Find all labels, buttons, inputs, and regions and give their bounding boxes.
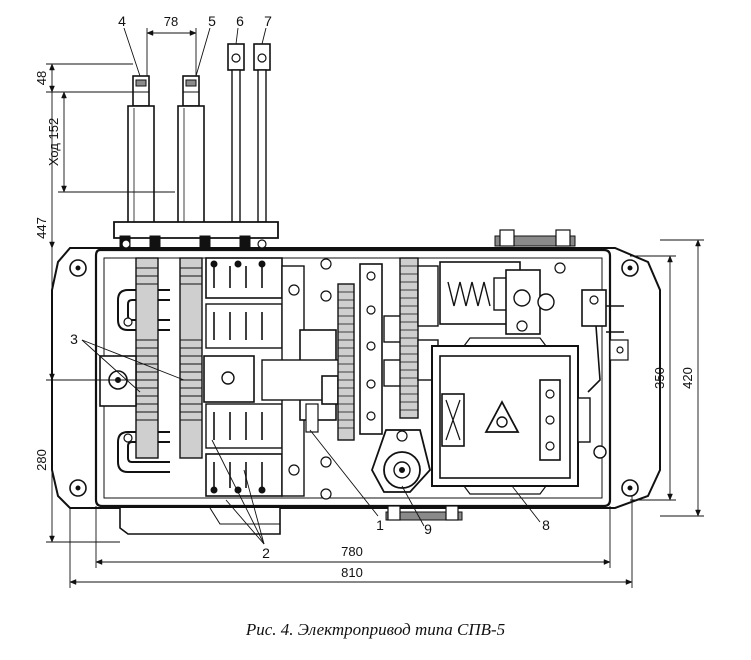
dim-280: 280 bbox=[34, 449, 49, 471]
callout-2: 2 bbox=[262, 545, 270, 561]
callout-9: 9 bbox=[424, 521, 432, 537]
bottom-foot bbox=[119, 508, 281, 535]
control-links bbox=[227, 43, 271, 223]
technical-drawing: 78 48 Ход 152 447 280 780 810 350 420 1 … bbox=[34, 13, 704, 588]
dim-78: 78 bbox=[164, 14, 178, 29]
rod-bracket bbox=[113, 221, 279, 239]
callout-1: 1 bbox=[376, 517, 384, 533]
callout-7: 7 bbox=[264, 13, 272, 29]
dimension-lines bbox=[46, 28, 704, 588]
callout-3: 3 bbox=[70, 331, 78, 347]
dimension-arrows bbox=[49, 30, 701, 585]
auto-switch bbox=[581, 289, 629, 459]
operating-rods bbox=[127, 75, 205, 225]
dim-stroke-152: Ход 152 bbox=[46, 118, 61, 166]
dim-420: 420 bbox=[680, 367, 695, 389]
leader-lines bbox=[81, 27, 541, 545]
dim-350: 350 bbox=[652, 367, 667, 389]
dim-780: 780 bbox=[341, 544, 363, 559]
callout-5: 5 bbox=[208, 13, 216, 29]
callout-8: 8 bbox=[542, 517, 550, 533]
dim-48: 48 bbox=[34, 71, 49, 85]
callout-4: 4 bbox=[118, 13, 126, 29]
callout-6: 6 bbox=[236, 13, 244, 29]
figure-caption: Рис. 4. Электропривод типа СПВ-5 bbox=[245, 620, 506, 639]
crank-disc bbox=[371, 429, 463, 521]
dim-810: 810 bbox=[341, 565, 363, 580]
friction-clutch bbox=[439, 261, 555, 335]
dim-447: 447 bbox=[34, 217, 49, 239]
electric-motor bbox=[431, 337, 591, 495]
